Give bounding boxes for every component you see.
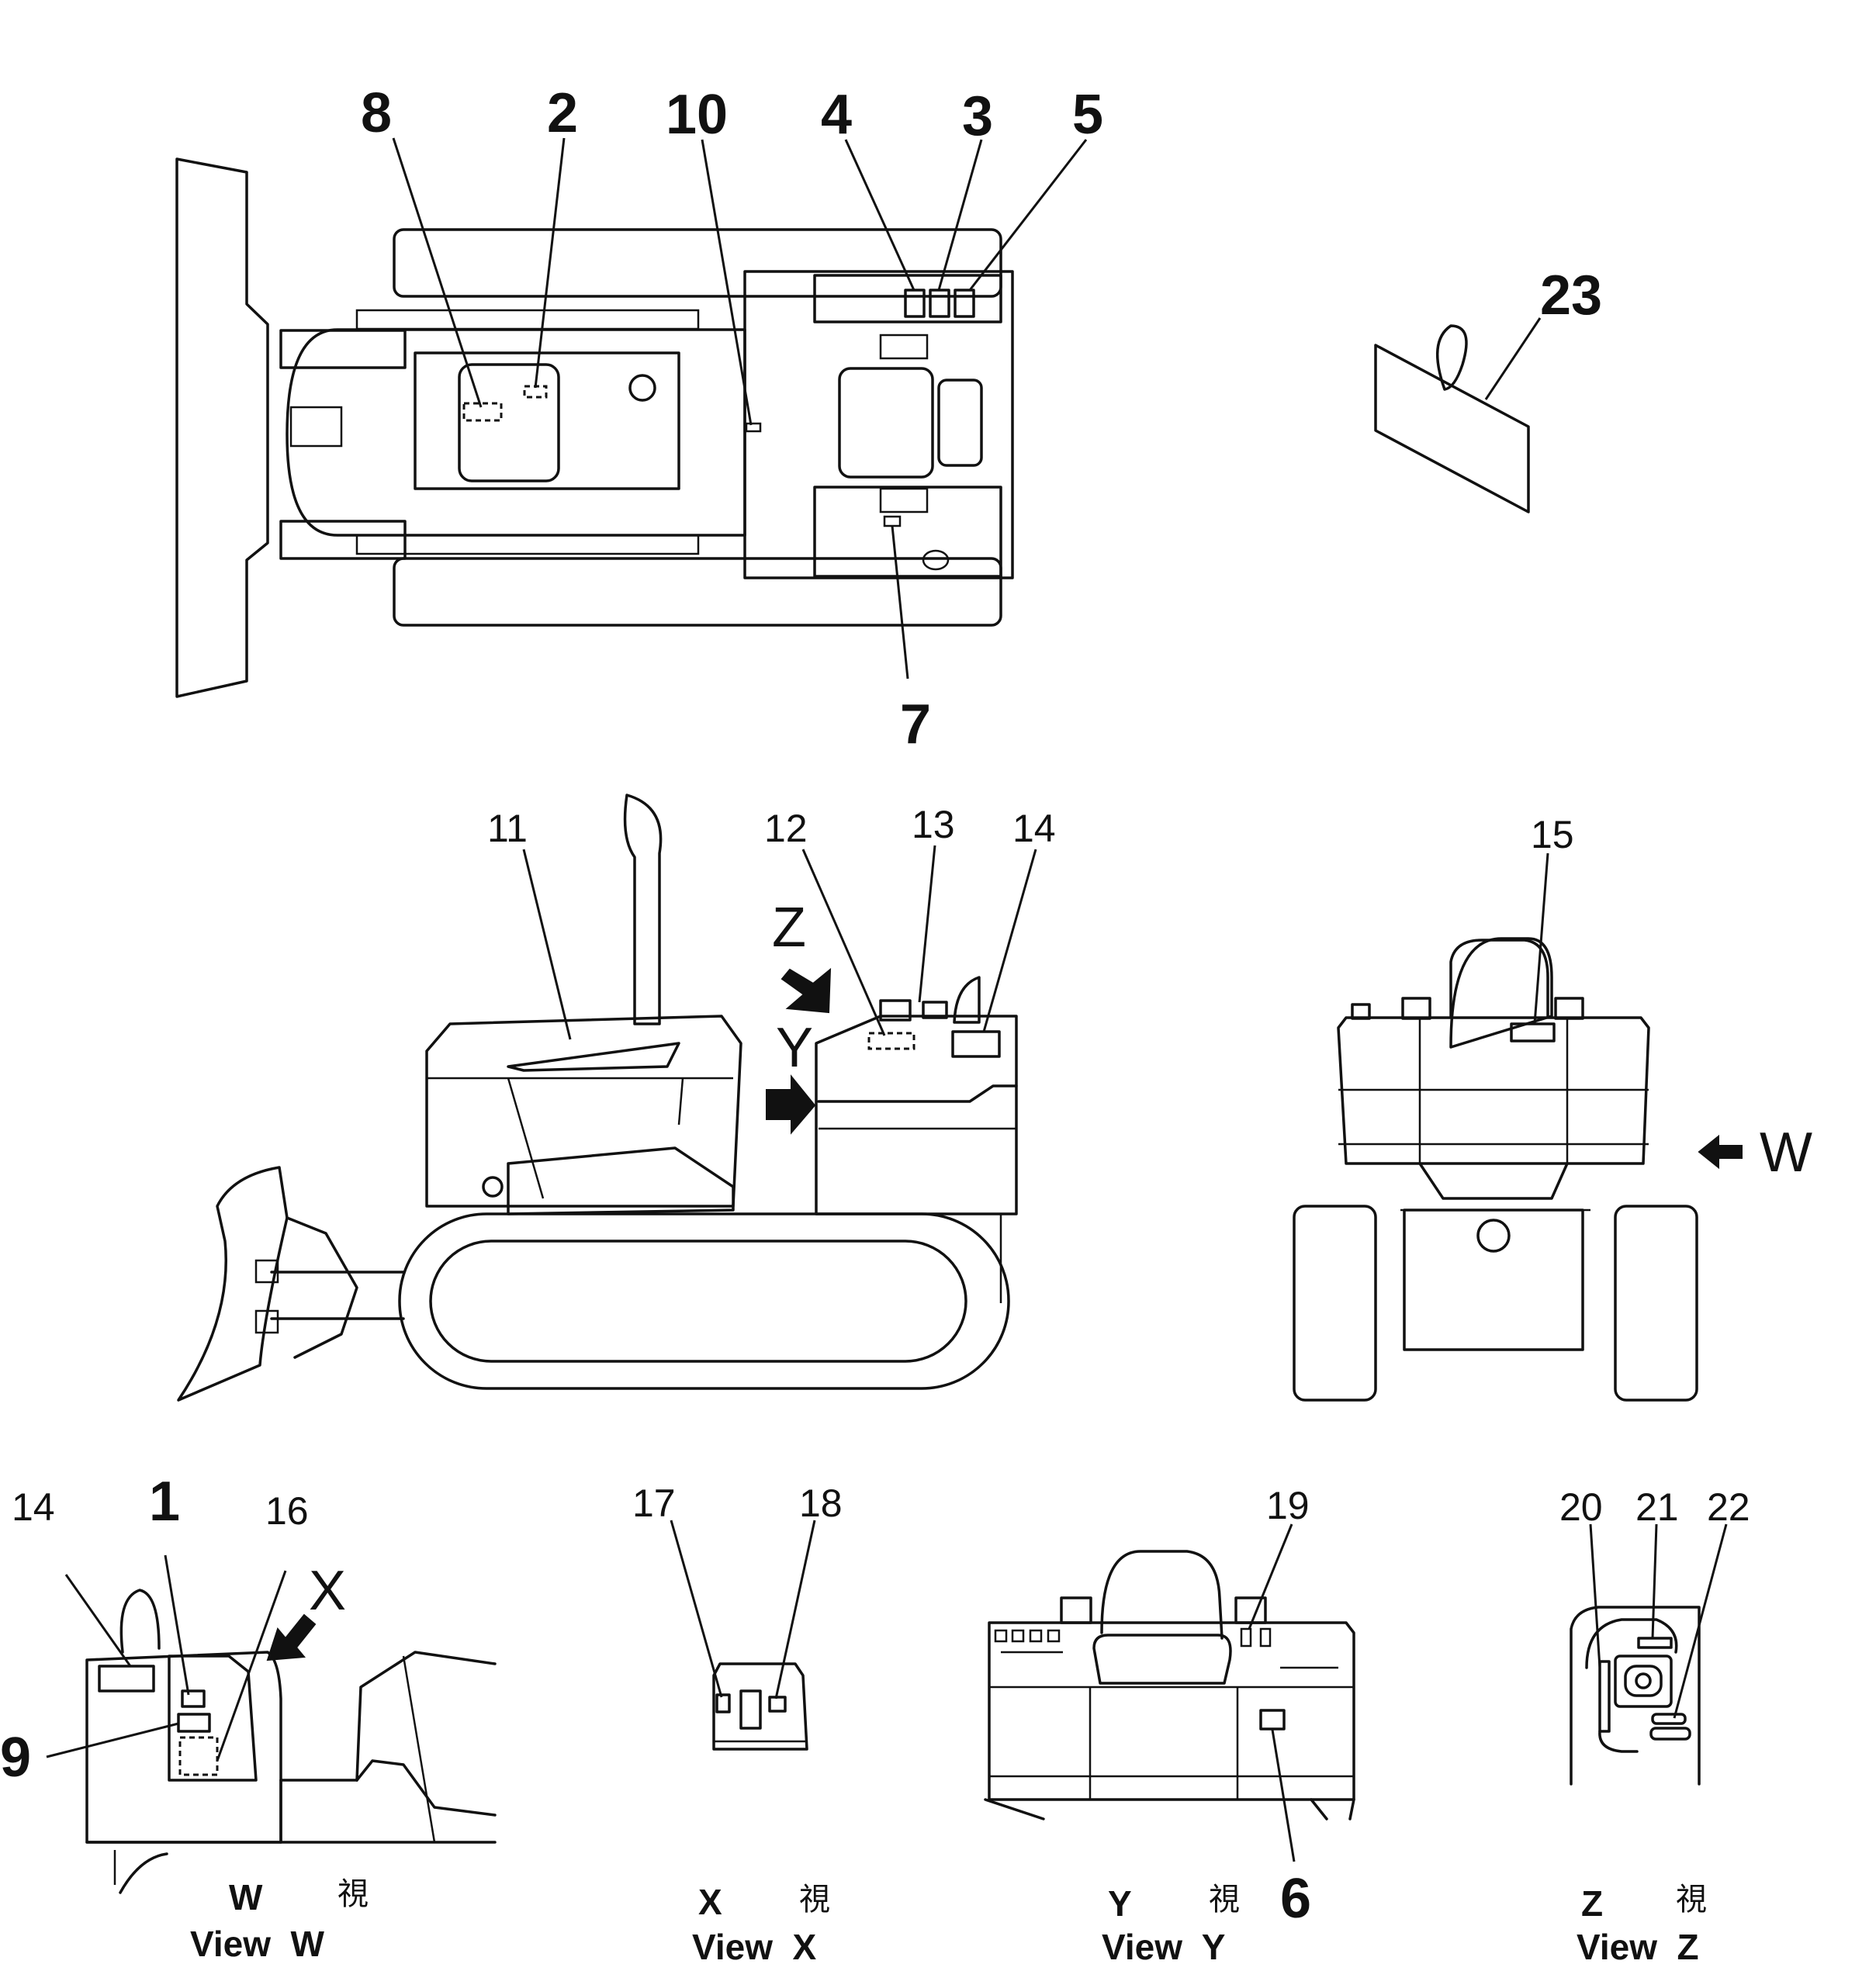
callout-18: 18 bbox=[799, 1482, 843, 1525]
callout-7: 7 bbox=[900, 693, 931, 756]
arrow-z-icon bbox=[781, 967, 832, 1014]
callout-15: 15 bbox=[1531, 813, 1574, 856]
arrow-w-icon bbox=[1698, 1134, 1743, 1170]
callout-10: 10 bbox=[666, 84, 728, 146]
caption-x-text: View X bbox=[692, 1927, 817, 1964]
caption-w-kanji: 視 bbox=[337, 1876, 369, 1912]
view-marker-w: W bbox=[1760, 1122, 1812, 1184]
callout-14-view-w: 14 bbox=[12, 1485, 55, 1529]
caption-z-kanji: 視 bbox=[1676, 1882, 1707, 1917]
callout-17: 17 bbox=[632, 1482, 676, 1525]
callout-3: 3 bbox=[962, 85, 993, 147]
callout-12: 12 bbox=[764, 807, 808, 850]
caption-y-letter: Y bbox=[1108, 1883, 1132, 1924]
caption-w-letter: W bbox=[229, 1877, 263, 1917]
caption-x-letter: X bbox=[698, 1882, 722, 1922]
rear-view bbox=[1293, 852, 1698, 1402]
view-y-drawing bbox=[984, 1523, 1355, 1862]
view-w-drawing bbox=[46, 1554, 497, 1894]
callout-16: 16 bbox=[265, 1489, 309, 1533]
callout-11: 11 bbox=[487, 807, 528, 850]
callout-5: 5 bbox=[1072, 84, 1103, 146]
callout-6: 6 bbox=[1280, 1868, 1311, 1930]
view-marker-y: Y bbox=[776, 1017, 813, 1079]
callout-1: 1 bbox=[149, 1471, 180, 1533]
caption-y-kanji: 視 bbox=[1209, 1882, 1240, 1917]
caption-z-text: View Z bbox=[1577, 1927, 1699, 1964]
callout-13: 13 bbox=[912, 803, 955, 846]
view-x-drawing bbox=[670, 1520, 816, 1751]
callout-14-side: 14 bbox=[1012, 807, 1056, 850]
tag-drawing bbox=[1374, 317, 1542, 513]
view-marker-z: Z bbox=[772, 897, 806, 959]
top-view bbox=[175, 137, 1088, 698]
callout-8: 8 bbox=[361, 82, 392, 144]
callout-20: 20 bbox=[1559, 1485, 1603, 1529]
callout-21: 21 bbox=[1635, 1485, 1679, 1529]
callout-23: 23 bbox=[1540, 265, 1602, 327]
callout-4: 4 bbox=[821, 84, 852, 146]
callout-9: 9 bbox=[0, 1727, 31, 1789]
callout-2: 2 bbox=[547, 82, 578, 144]
callout-19: 19 bbox=[1266, 1484, 1310, 1527]
caption-x-kanji: 視 bbox=[799, 1882, 830, 1917]
arrow-x-icon bbox=[266, 1613, 317, 1661]
caption-z-letter: Z bbox=[1581, 1883, 1603, 1924]
side-view bbox=[177, 794, 1037, 1402]
view-z-drawing bbox=[1570, 1523, 1728, 1786]
arrow-y-icon bbox=[766, 1074, 816, 1135]
caption-w-text: View W bbox=[190, 1924, 325, 1964]
caption-y-text: View Y bbox=[1102, 1927, 1225, 1964]
view-marker-x: X bbox=[309, 1560, 346, 1622]
callout-22: 22 bbox=[1707, 1485, 1750, 1529]
